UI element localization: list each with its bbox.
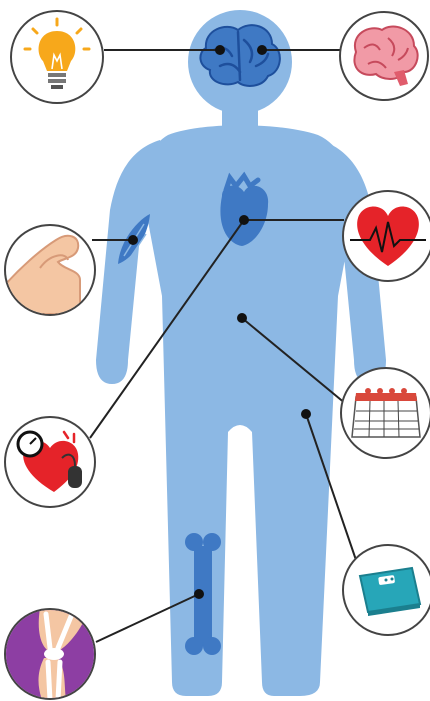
light-bulb-icon (11, 11, 103, 103)
knee-joint-icon (4, 608, 96, 700)
brain-icon (340, 12, 428, 100)
brain-organ (200, 25, 279, 86)
heartbeat-icon (343, 191, 430, 281)
blood-pressure-icon (5, 417, 95, 507)
left-arm (96, 140, 166, 384)
flexed-arm-icon (4, 225, 95, 315)
calendar-icon (341, 368, 430, 458)
weight-scale-icon (343, 545, 430, 635)
